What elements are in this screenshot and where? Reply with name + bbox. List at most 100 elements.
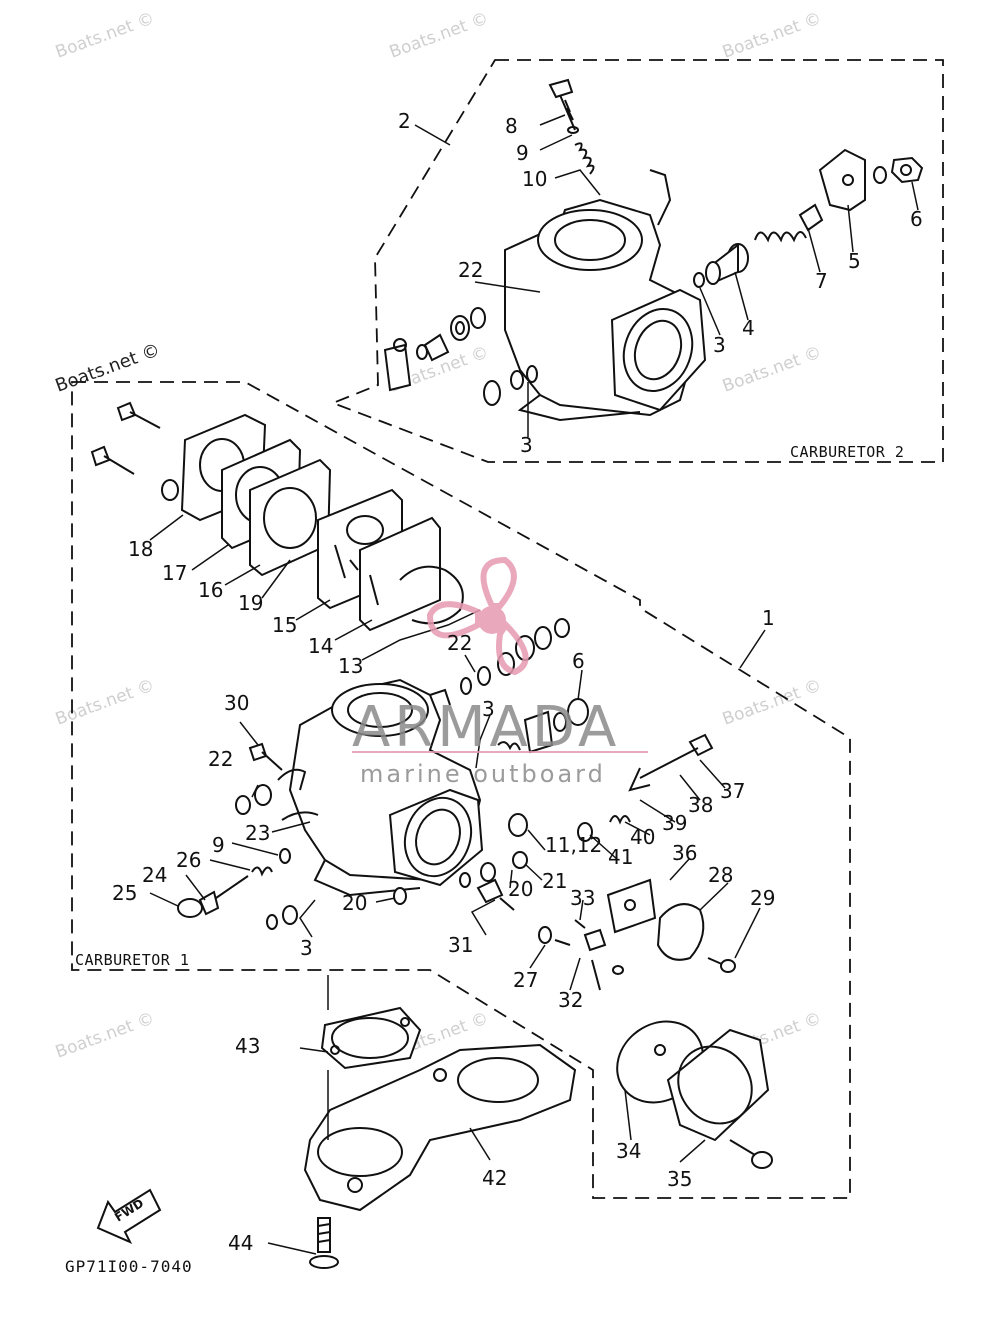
callout-8: 8 (505, 114, 518, 138)
needle-37-38 (577, 733, 714, 842)
callout-32: 32 (558, 988, 583, 1012)
washers-22-middle (460, 618, 570, 695)
carburetor-1-boundary (71, 381, 851, 1199)
screw-30 (235, 742, 283, 815)
idle-screw-25-26 (177, 848, 291, 918)
callout-25: 25 (112, 881, 137, 905)
bracket-middle (497, 710, 554, 754)
watermark: Boats.net © (720, 342, 824, 396)
callout-33: 33 (570, 886, 595, 910)
callout-5: 5 (848, 249, 861, 273)
callout-36: 36 (672, 841, 697, 865)
callout-26: 26 (176, 848, 201, 872)
callout-22: 22 (458, 258, 483, 282)
carburetor-1-body (288, 678, 484, 897)
callout-1: 1 (762, 606, 775, 630)
logo-brand: ARMADA (352, 695, 620, 760)
group-boundaries (71, 59, 944, 1199)
callout-11-12: 11,12 (545, 833, 602, 857)
valve-31 (459, 872, 515, 911)
callout-39: 39 (662, 811, 687, 835)
gasket-43 (320, 1006, 422, 1070)
watermark: Boats.net © (53, 1008, 157, 1062)
diaphragm-13 (399, 565, 464, 625)
callout-6: 6 (572, 649, 585, 673)
carburetor-1-label: CARBURETOR 1 (75, 951, 189, 969)
callout-22: 22 (208, 747, 233, 771)
nut-6-upper (873, 156, 924, 184)
bolt-44 (309, 1217, 339, 1269)
callout-2: 2 (398, 109, 411, 133)
callout-41: 41 (608, 845, 633, 869)
hose-23 (277, 768, 319, 821)
callout-18: 18 (128, 537, 153, 561)
watermark: Boats.net © (53, 339, 163, 396)
bolts-18 (90, 401, 179, 501)
carburetor-2-boundary (330, 59, 944, 463)
washers-3-upper (483, 365, 538, 406)
callout-28: 28 (708, 863, 733, 887)
lever-28-plate-36 (606, 878, 736, 973)
callout-38: 38 (688, 793, 713, 817)
callout-21: 21 (542, 869, 567, 893)
screw-8-spring-10 (548, 78, 595, 175)
manifold-42 (303, 1043, 577, 1212)
callout-10: 10 (522, 167, 547, 191)
callout-37: 37 (720, 779, 745, 803)
callout-3: 3 (520, 433, 533, 457)
callout-19: 19 (238, 591, 263, 615)
screws-20-21 (393, 813, 528, 905)
callout-44: 44 (228, 1231, 253, 1255)
callout-3: 3 (713, 333, 726, 357)
callout-20: 20 (342, 891, 367, 915)
callout-24: 24 (142, 863, 167, 887)
callout-34: 34 (616, 1139, 641, 1163)
watermark: Boats.net © (720, 675, 824, 729)
callout-6: 6 (910, 207, 923, 231)
throttle-lever-5 (818, 148, 866, 212)
collar-4 (693, 242, 749, 288)
callout-3: 3 (482, 697, 495, 721)
callout-42: 42 (482, 1166, 507, 1190)
carburetor-2-label: CARBURETOR 2 (790, 443, 904, 461)
carburetor-2-body (504, 169, 707, 422)
callout-4: 4 (742, 316, 755, 340)
callout-16: 16 (198, 578, 223, 602)
callout-14: 14 (308, 634, 333, 658)
logo-tagline: marine outboard (360, 760, 606, 788)
callout-27: 27 (513, 968, 538, 992)
armada-logo: ARMADA marine outboard (352, 556, 648, 788)
callout-9: 9 (516, 141, 529, 165)
drawing-code: GP71I00-7040 (65, 1257, 193, 1276)
callout-15: 15 (272, 613, 297, 637)
callout-13: 13 (338, 654, 363, 678)
leader-lines (149, 114, 919, 1255)
watermark: Boats.net © (53, 675, 157, 729)
callout-31: 31 (448, 933, 473, 957)
callout-23: 23 (245, 821, 270, 845)
watermark: Boats.net © (53, 8, 157, 62)
cover-35 (666, 1028, 773, 1169)
callout-20: 20 (508, 877, 533, 901)
spring-7 (754, 203, 824, 243)
callout-30: 30 (224, 691, 249, 715)
callout-7: 7 (815, 269, 828, 293)
watermark: Boats.net © (387, 8, 491, 62)
callout-17: 17 (162, 561, 187, 585)
callouts: 2 8 9 10 22 3 3 4 5 6 7 1 18 17 16 19 15… (112, 109, 923, 1255)
gasket-14 (359, 516, 441, 632)
callout-3: 3 (300, 936, 313, 960)
callout-22: 22 (447, 631, 472, 655)
callout-29: 29 (750, 886, 775, 910)
fwd-arrow-icon: FWD (96, 1188, 162, 1245)
washers-3-lower (266, 905, 298, 930)
bracket-upper (383, 338, 412, 392)
watermark: Boats.net © (720, 8, 824, 62)
seals-22-upper (416, 307, 486, 362)
callout-9: 9 (212, 833, 225, 857)
callout-35: 35 (667, 1167, 692, 1191)
callout-43: 43 (235, 1034, 260, 1058)
callout-40: 40 (630, 825, 655, 849)
